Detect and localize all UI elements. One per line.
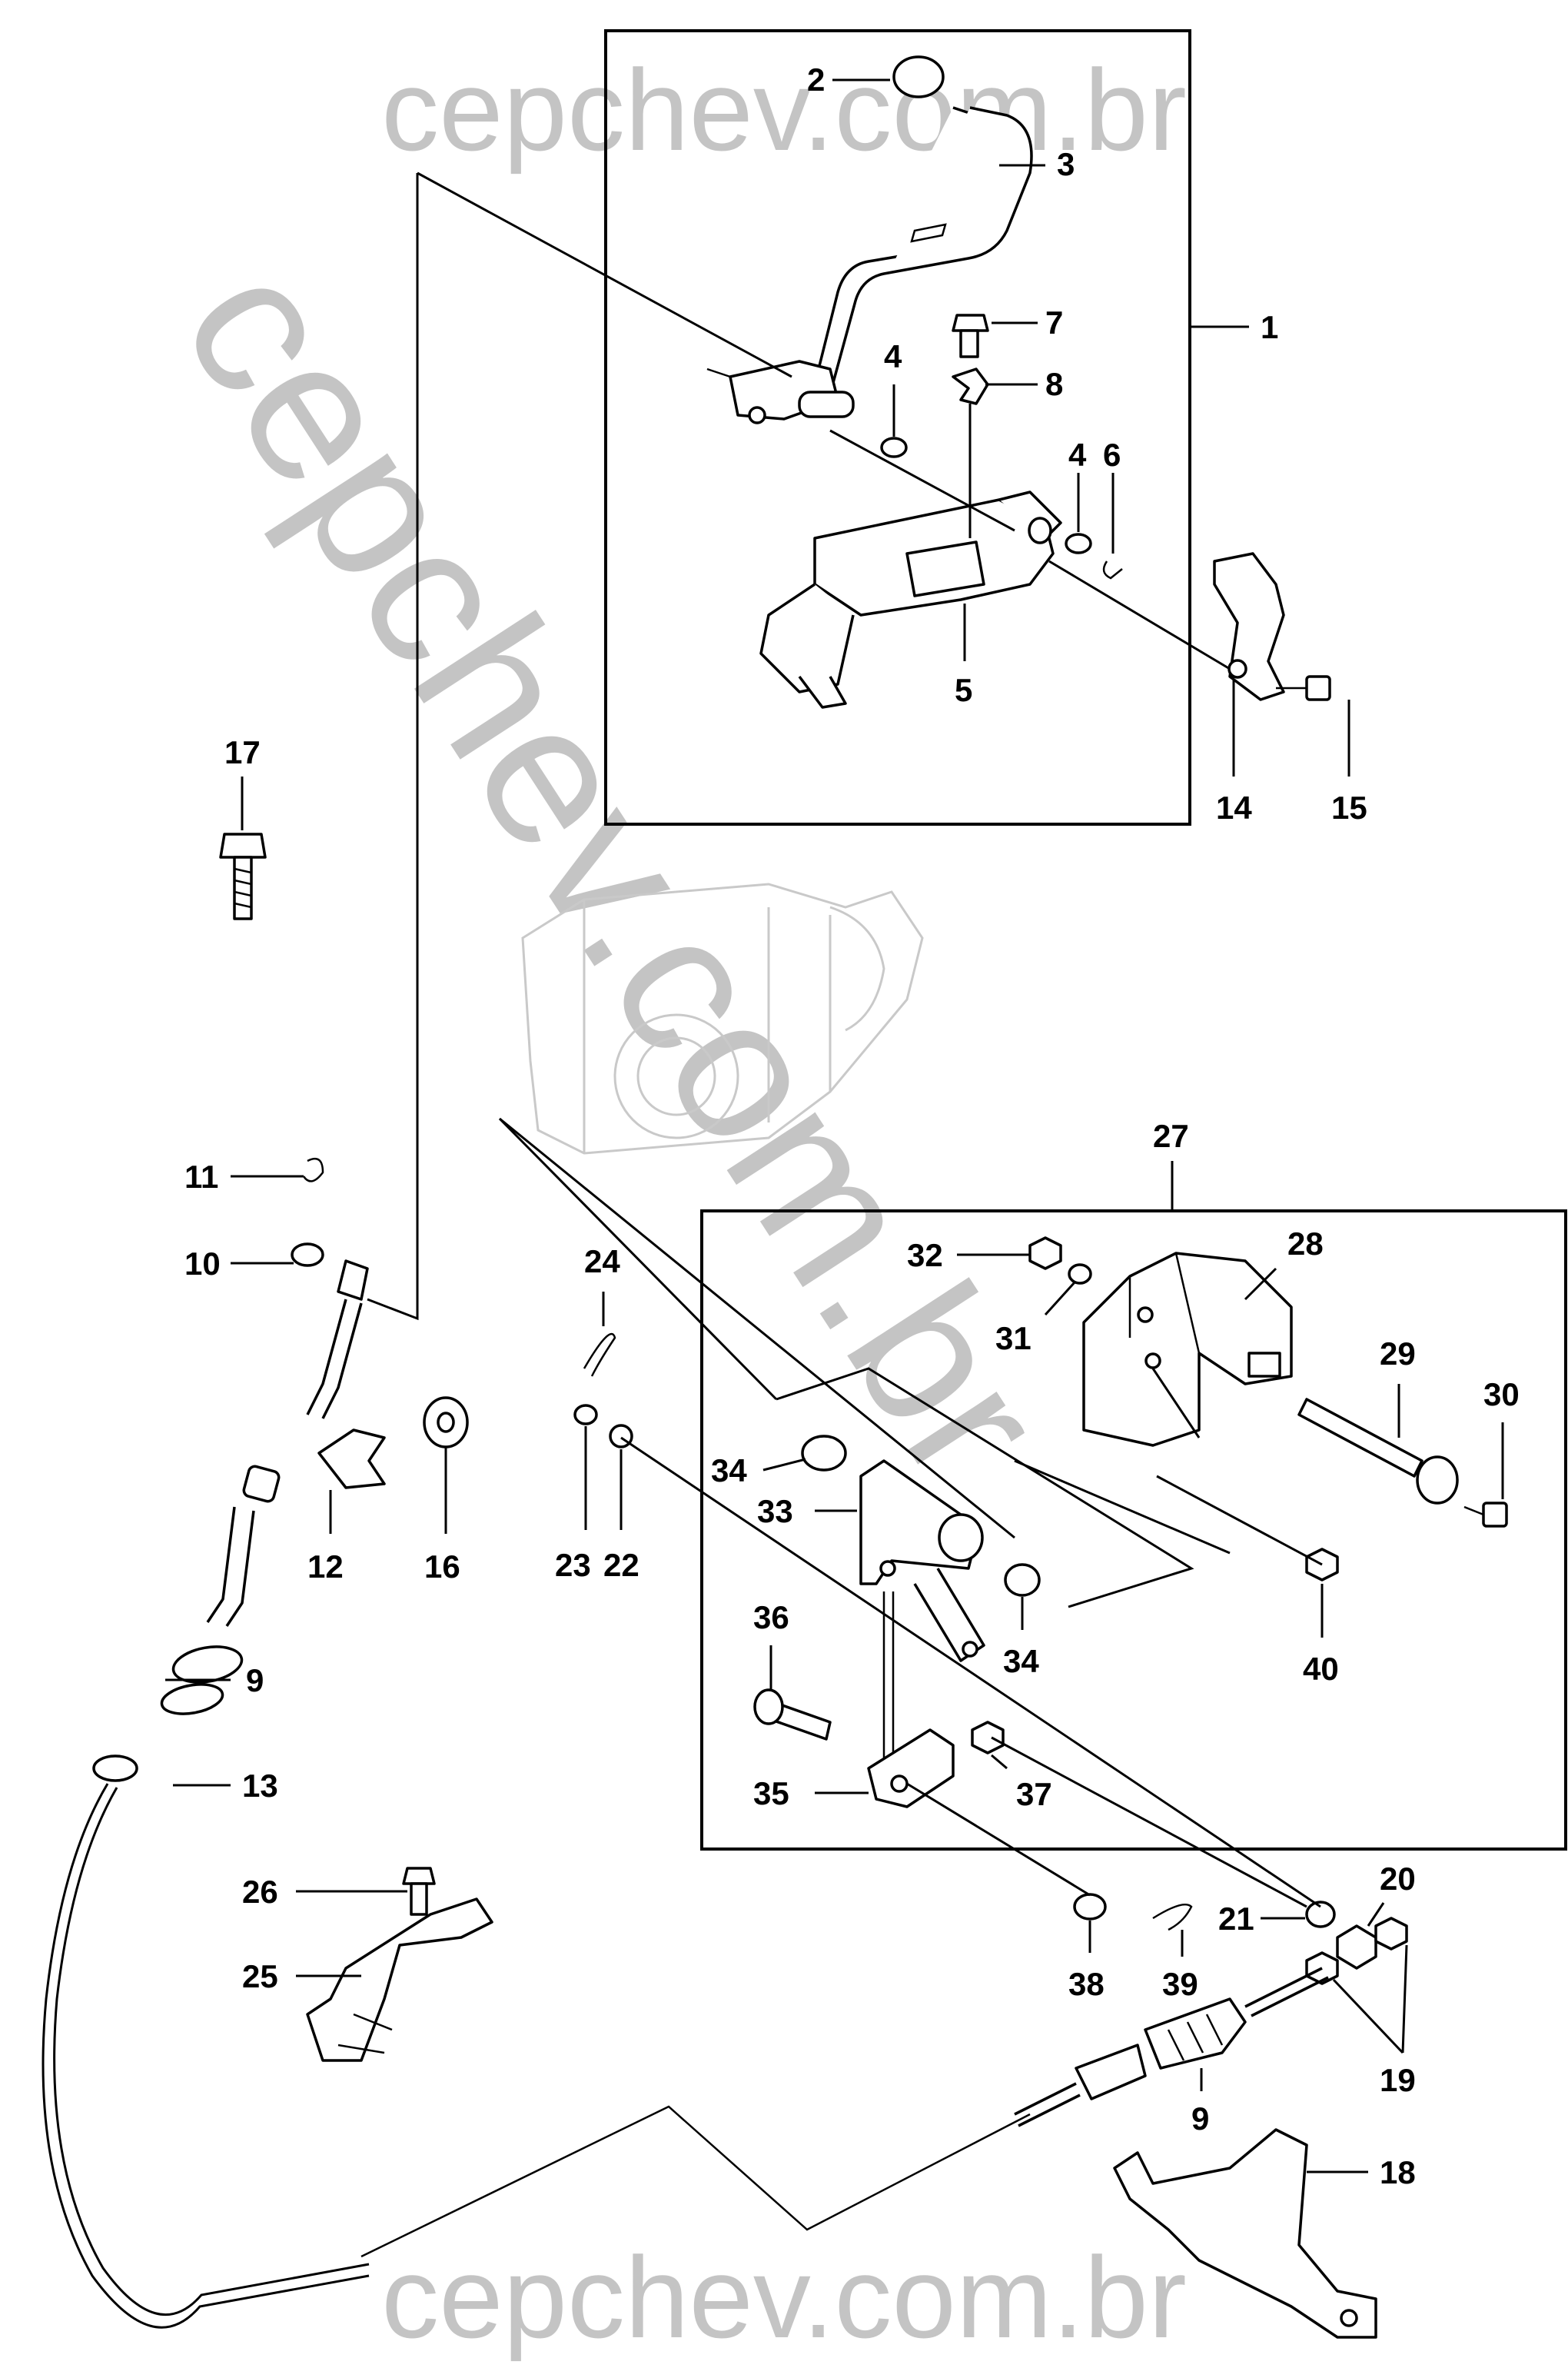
callout-6: 6 — [1103, 437, 1121, 473]
callout-31: 31 — [995, 1320, 1031, 1356]
pin-29 — [1297, 1398, 1459, 1505]
clevis-35 — [867, 1728, 955, 1808]
washer-38 — [1073, 1893, 1107, 1921]
clip-39 — [1152, 1903, 1193, 1931]
callout-23: 23 — [555, 1547, 591, 1583]
shift-cable-left — [92, 1259, 369, 1782]
watermark-bottom: cepchev.com.br — [381, 2233, 1187, 2362]
washer-31 — [1068, 1263, 1092, 1285]
shift-lever-assembly-frame — [604, 29, 1191, 826]
callout-38: 38 — [1068, 1966, 1105, 2002]
nut-19a — [1374, 1917, 1408, 1951]
washer-4a — [880, 437, 908, 458]
callout-30: 30 — [1483, 1376, 1520, 1412]
callout-15: 15 — [1331, 790, 1367, 826]
lever-housing — [759, 491, 1062, 709]
callout-34b: 34 — [1003, 1643, 1039, 1679]
callout-37: 37 — [1016, 1776, 1052, 1812]
callout-2: 2 — [807, 62, 825, 98]
bolt-7 — [952, 314, 989, 358]
washer-10 — [291, 1242, 324, 1267]
callout-4a: 4 — [884, 338, 902, 374]
bolt-17 — [219, 833, 267, 920]
bolt-30 — [1463, 1502, 1508, 1528]
clip-8 — [952, 368, 989, 405]
callouts: 1 2 3 4 4 5 6 7 8 9 9 10 11 12 13 14 15 … — [184, 62, 1520, 2190]
callout-33: 33 — [757, 1493, 793, 1529]
clip-12 — [317, 1428, 386, 1489]
callout-28: 28 — [1287, 1226, 1324, 1262]
bracket-14 — [1213, 552, 1285, 701]
callout-10: 10 — [184, 1246, 221, 1282]
callout-17: 17 — [224, 734, 261, 770]
callout-34a: 34 — [711, 1452, 747, 1488]
bolt-15 — [1276, 675, 1331, 701]
callout-13: 13 — [242, 1768, 278, 1804]
bushing-34a — [801, 1435, 847, 1472]
callout-18: 18 — [1380, 2154, 1416, 2190]
cable-run-inner — [53, 1787, 370, 2316]
bracket-28 — [1082, 1252, 1293, 1447]
callout-1: 1 — [1261, 309, 1278, 345]
watermark-top: cepchev.com.br — [381, 45, 1187, 175]
callout-25: 25 — [242, 1958, 278, 1994]
clip-11 — [302, 1157, 324, 1182]
callout-3: 3 — [1057, 146, 1075, 182]
callout-35: 35 — [753, 1775, 789, 1811]
callout-32: 32 — [907, 1237, 943, 1273]
nut-20 — [1336, 1924, 1377, 1970]
linkage-assembly-frame — [700, 1209, 1567, 1851]
callout-27: 27 — [1153, 1118, 1189, 1154]
bracket-18 — [1113, 2128, 1377, 2339]
callout-36: 36 — [753, 1599, 789, 1635]
lever-base-bracket — [706, 360, 855, 424]
callout-12: 12 — [307, 1548, 344, 1585]
callout-16: 16 — [424, 1548, 460, 1585]
callout-21: 21 — [1218, 1901, 1254, 1937]
callout-24: 24 — [584, 1243, 620, 1279]
grommet-16 — [423, 1396, 469, 1448]
bushing-34b — [1004, 1563, 1041, 1597]
callout-9a: 9 — [246, 1662, 264, 1698]
bracket-25 — [306, 1867, 493, 2062]
nut-32 — [1028, 1236, 1062, 1270]
transmission-housing-ghost — [521, 883, 924, 1155]
clip-6 — [1102, 560, 1123, 580]
callout-5: 5 — [955, 672, 972, 708]
callout-9b: 9 — [1191, 2100, 1209, 2137]
relay-lever-33 — [859, 1459, 985, 1662]
callout-39: 39 — [1162, 1966, 1198, 2002]
callout-22: 22 — [603, 1547, 639, 1583]
leader-lines — [165, 78, 1504, 2173]
callout-20: 20 — [1380, 1861, 1416, 1897]
cable-break-line — [360, 2105, 1031, 2258]
clip-24 — [583, 1332, 616, 1377]
callout-40: 40 — [1303, 1651, 1339, 1687]
shift-lever — [813, 55, 1033, 389]
callout-7: 7 — [1045, 304, 1063, 341]
callout-4b: 4 — [1068, 437, 1087, 473]
cable-run — [42, 1783, 370, 2329]
callout-8: 8 — [1045, 366, 1063, 402]
callout-26: 26 — [242, 1874, 278, 1910]
washer-4b — [1065, 533, 1092, 554]
shift-cable-right-end — [1014, 1967, 1329, 2127]
watermark-diagonal: cepchev.com.br — [140, 225, 1088, 1518]
nut-37 — [971, 1721, 1005, 1754]
callout-14: 14 — [1216, 790, 1252, 826]
callout-11: 11 — [184, 1159, 218, 1195]
callout-29: 29 — [1380, 1335, 1416, 1372]
pin-36 — [753, 1688, 832, 1741]
washer-21 — [1305, 1901, 1336, 1928]
callout-19: 19 — [1380, 2062, 1416, 2098]
washer-23 — [573, 1404, 598, 1425]
